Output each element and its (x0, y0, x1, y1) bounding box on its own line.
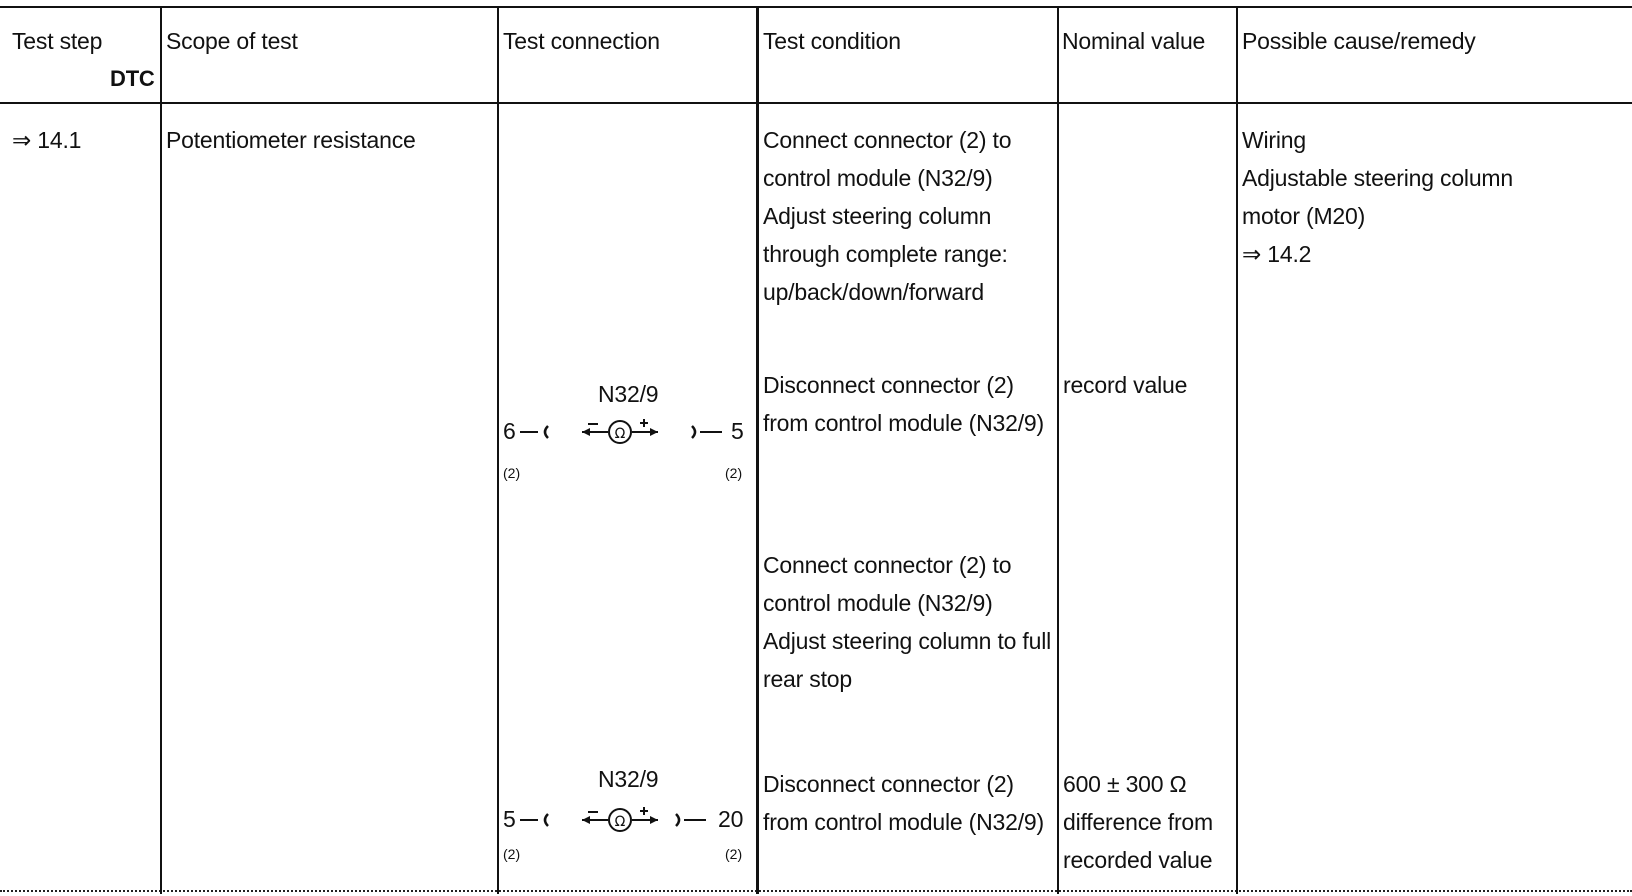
connection-1-left-pin: 6 (503, 418, 516, 444)
header-bottom-rule (0, 102, 1632, 104)
cause-line-2: Adjustable steering column (1242, 165, 1513, 191)
col-divider-2 (497, 6, 499, 894)
test-step-value: ⇒ 14.1 (12, 127, 82, 153)
connection-1-left-connector: (2) (503, 465, 521, 481)
table-bottom-rule (0, 890, 1632, 892)
cause-line-1: Wiring (1242, 127, 1306, 153)
header-nominal: Nominal value (1062, 28, 1206, 54)
condition-2-line-2: from control module (N32/9) (763, 410, 1044, 436)
connection-1-right-connector: (2) (725, 465, 743, 481)
svg-text:Ω: Ω (615, 426, 626, 442)
ohmmeter-symbol-2: Ω (520, 807, 706, 832)
condition-3-line-4: rear stop (763, 666, 852, 692)
col-divider-3 (756, 6, 759, 894)
condition-1-line-4: through complete range: (763, 241, 1008, 267)
ohmmeter-symbol-1: Ω (520, 419, 722, 444)
condition-2-line-1: Disconnect connector (2) (763, 372, 1014, 398)
condition-3-line-2: control module (N32/9) (763, 590, 993, 616)
cause-line-3: motor (M20) (1242, 203, 1366, 229)
condition-1-line-3: Adjust steering column (763, 203, 992, 229)
connection-2-component: N32/9 (598, 766, 659, 792)
condition-4-line-1: Disconnect connector (2) (763, 771, 1014, 797)
header-cause: Possible cause/remedy (1242, 28, 1476, 54)
col-divider-1 (160, 6, 162, 894)
condition-1-line-2: control module (N32/9) (763, 165, 993, 191)
nominal-difference: difference from (1063, 809, 1213, 835)
connection-2-left-connector: (2) (503, 846, 521, 862)
condition-1-line-1: Connect connector (2) to (763, 127, 1012, 153)
col-divider-5 (1236, 6, 1238, 894)
connection-2-right-pin: 20 (718, 806, 744, 832)
condition-3-line-3: Adjust steering column to full (763, 628, 1052, 654)
condition-1-line-5: up/back/down/forward (763, 279, 985, 305)
connection-2-right-connector: (2) (725, 846, 743, 862)
connection-1-component: N32/9 (598, 381, 659, 407)
nominal-resistance: 600 ± 300 Ω (1063, 771, 1187, 797)
header-condition: Test condition (763, 28, 901, 54)
condition-3-line-1: Connect connector (2) to (763, 552, 1012, 578)
header-dtc: DTC (110, 66, 155, 91)
header-connection: Test connection (503, 28, 660, 54)
connection-1-right-pin: 5 (731, 418, 744, 444)
svg-text:Ω: Ω (615, 814, 626, 830)
connection-2-left-pin: 5 (503, 806, 516, 832)
table-top-rule (0, 6, 1632, 8)
scope-value: Potentiometer resistance (166, 127, 416, 153)
header-scope: Scope of test (166, 28, 298, 54)
header-test-step: Test step (12, 28, 103, 54)
cause-line-4: ⇒ 14.2 (1242, 241, 1312, 267)
nominal-recorded: recorded value (1063, 847, 1213, 873)
col-divider-4 (1057, 6, 1059, 894)
condition-4-line-2: from control module (N32/9) (763, 809, 1044, 835)
nominal-record-value: record value (1063, 372, 1188, 398)
